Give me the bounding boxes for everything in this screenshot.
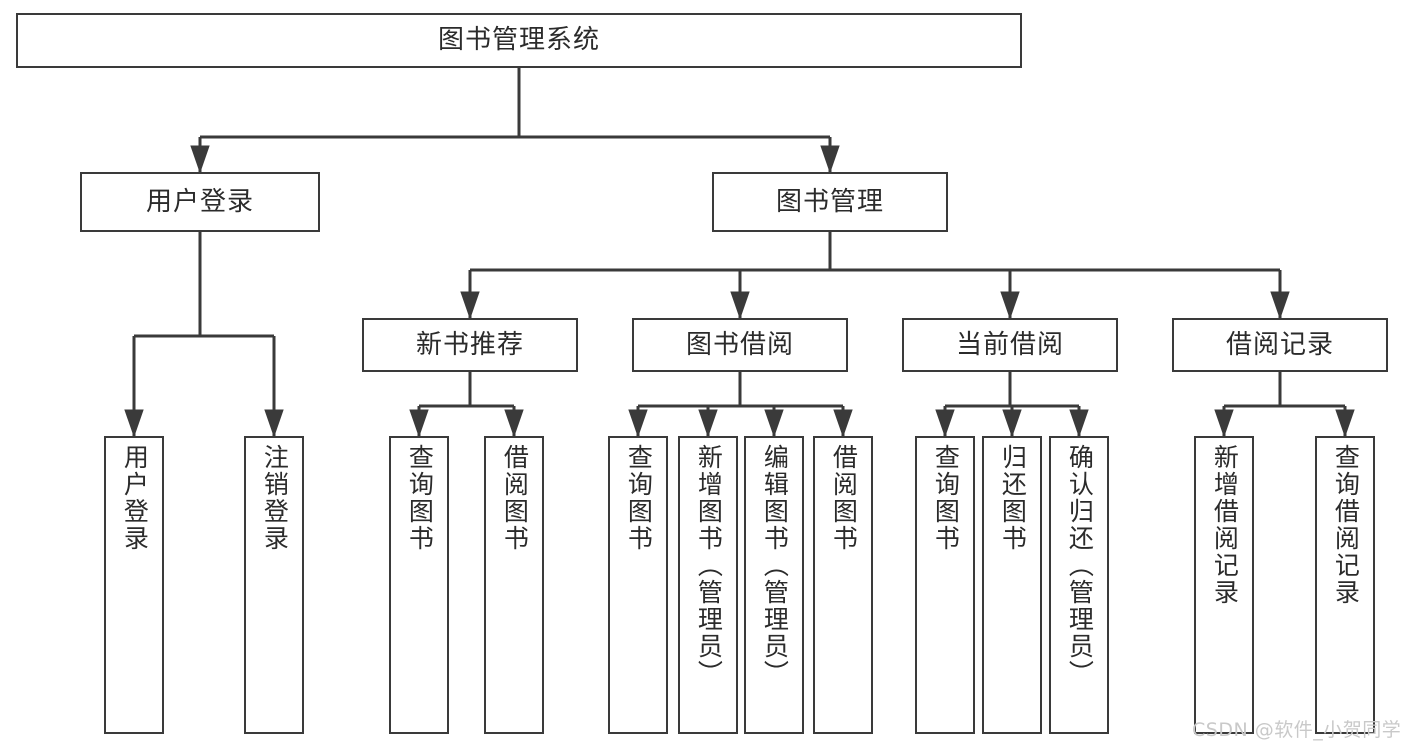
node-label: 确认归还（管理员） [1065, 444, 1095, 687]
node-leaf-confirm-return[interactable]: 确认归还（管理员） [1049, 436, 1109, 734]
node-label: 查询图书 [405, 444, 435, 552]
node-label: 新书推荐 [415, 329, 524, 360]
node-label: 新增图书（管理员） [694, 444, 724, 687]
node-label: 图书借阅 [685, 329, 794, 360]
node-leaf-query-book-1[interactable]: 查询图书 [389, 436, 449, 734]
node-root[interactable]: 图书管理系统 [16, 13, 1022, 68]
arrowhead-icon [628, 409, 648, 438]
node-label: 查询借阅记录 [1331, 444, 1361, 606]
node-label: 归还图书 [998, 444, 1028, 552]
node-label: 用户登录 [120, 444, 150, 552]
arrowhead-icon [264, 409, 284, 438]
arrowhead-icon [1214, 409, 1234, 438]
arrowhead-icon [764, 409, 784, 438]
node-book-borrow[interactable]: 图书借阅 [632, 318, 848, 372]
arrowhead-icon [190, 145, 210, 174]
arrowhead-icon [1335, 409, 1355, 438]
arrowhead-icon [698, 409, 718, 438]
arrowhead-icon [1069, 409, 1089, 438]
node-label: 查询图书 [931, 444, 961, 552]
node-label: 当前借阅 [955, 329, 1064, 360]
csdn-watermark: CSDN @软件_小贺同学 [1192, 719, 1402, 741]
arrowhead-icon [820, 145, 840, 174]
node-leaf-add-book[interactable]: 新增图书（管理员） [678, 436, 738, 734]
node-label: 借阅图书 [500, 444, 530, 552]
node-leaf-logout[interactable]: 注销登录 [244, 436, 304, 734]
node-label: 借阅图书 [829, 444, 859, 552]
arrowhead-icon [730, 291, 750, 320]
arrowhead-icon [935, 409, 955, 438]
node-label: 新增借阅记录 [1210, 444, 1240, 606]
node-label: 注销登录 [260, 444, 290, 552]
node-label: 编辑图书（管理员） [760, 444, 790, 687]
arrowhead-icon [833, 409, 853, 438]
node-label: 用户登录 [145, 186, 254, 217]
arrowhead-icon [1002, 409, 1022, 438]
node-book-manage[interactable]: 图书管理 [712, 172, 948, 232]
node-leaf-edit-book[interactable]: 编辑图书（管理员） [744, 436, 804, 734]
node-label: 图书管理 [775, 186, 884, 217]
node-label: 借阅记录 [1225, 329, 1334, 360]
arrowhead-icon [1270, 291, 1290, 320]
node-leaf-query-book-3[interactable]: 查询图书 [915, 436, 975, 734]
node-new-book-rec[interactable]: 新书推荐 [362, 318, 578, 372]
node-current-borrow[interactable]: 当前借阅 [902, 318, 1118, 372]
node-borrow-record[interactable]: 借阅记录 [1172, 318, 1388, 372]
arrowhead-icon [504, 409, 524, 438]
node-leaf-user-login[interactable]: 用户登录 [104, 436, 164, 734]
node-leaf-borrow-book-1[interactable]: 借阅图书 [484, 436, 544, 734]
node-leaf-return-book[interactable]: 归还图书 [982, 436, 1042, 734]
arrowhead-icon [1000, 291, 1020, 320]
node-label: 图书管理系统 [437, 25, 600, 56]
node-leaf-add-record[interactable]: 新增借阅记录 [1194, 436, 1254, 734]
node-leaf-query-record[interactable]: 查询借阅记录 [1315, 436, 1375, 734]
arrowhead-icon [409, 409, 429, 438]
node-leaf-query-book-2[interactable]: 查询图书 [608, 436, 668, 734]
node-user-login[interactable]: 用户登录 [80, 172, 320, 232]
arrowhead-icon [124, 409, 144, 438]
arrowhead-icon [460, 291, 480, 320]
node-label: 查询图书 [624, 444, 654, 552]
node-leaf-borrow-book-2[interactable]: 借阅图书 [813, 436, 873, 734]
